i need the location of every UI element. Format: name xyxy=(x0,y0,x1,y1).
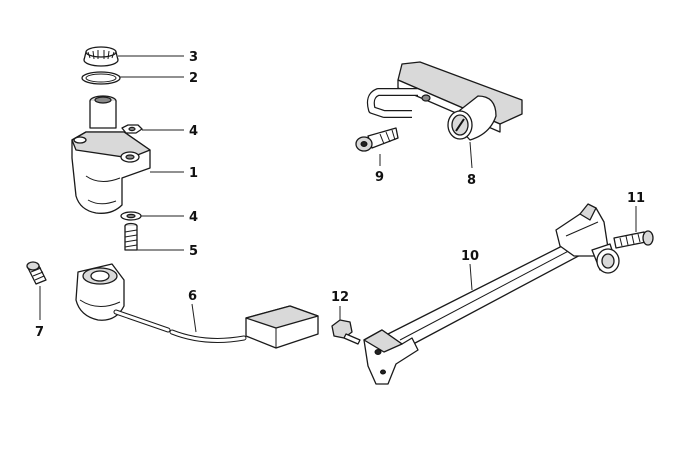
part-7-bolt xyxy=(26,261,47,285)
callout-3: 3 xyxy=(189,50,198,65)
part-6-ignition-switch-and-cable xyxy=(75,263,319,349)
part-11-bolt xyxy=(613,230,654,249)
callout-10: 10 xyxy=(461,249,479,264)
part-5-screw xyxy=(124,222,138,251)
leader-lines xyxy=(39,55,637,333)
callout-5: 5 xyxy=(189,244,198,259)
part-4-washer-lower xyxy=(120,211,142,221)
callout-11: 11 xyxy=(627,191,645,206)
callout-9: 9 xyxy=(375,170,384,185)
callout-4-upper: 4 xyxy=(189,124,198,139)
callout-6: 6 xyxy=(188,289,197,304)
part-1-lock-housing xyxy=(71,95,151,214)
callout-7: 7 xyxy=(35,325,44,340)
part-2-o-ring xyxy=(81,71,121,85)
part-4-nut-upper xyxy=(121,124,143,134)
part-9-screw xyxy=(355,127,399,152)
callout-2: 2 xyxy=(189,71,198,86)
callout-4-lower: 4 xyxy=(189,210,198,225)
callout-8: 8 xyxy=(467,173,476,188)
part-10-lock-bar xyxy=(363,203,620,385)
callout-labels: 3 2 4 1 4 5 6 7 9 8 10 11 12 xyxy=(35,50,645,340)
part-8-bracket-lock xyxy=(366,61,523,141)
callout-1: 1 xyxy=(189,166,198,181)
part-12-nut xyxy=(331,319,361,345)
part-3-cap-nut xyxy=(83,46,119,67)
callout-12: 12 xyxy=(331,290,349,305)
